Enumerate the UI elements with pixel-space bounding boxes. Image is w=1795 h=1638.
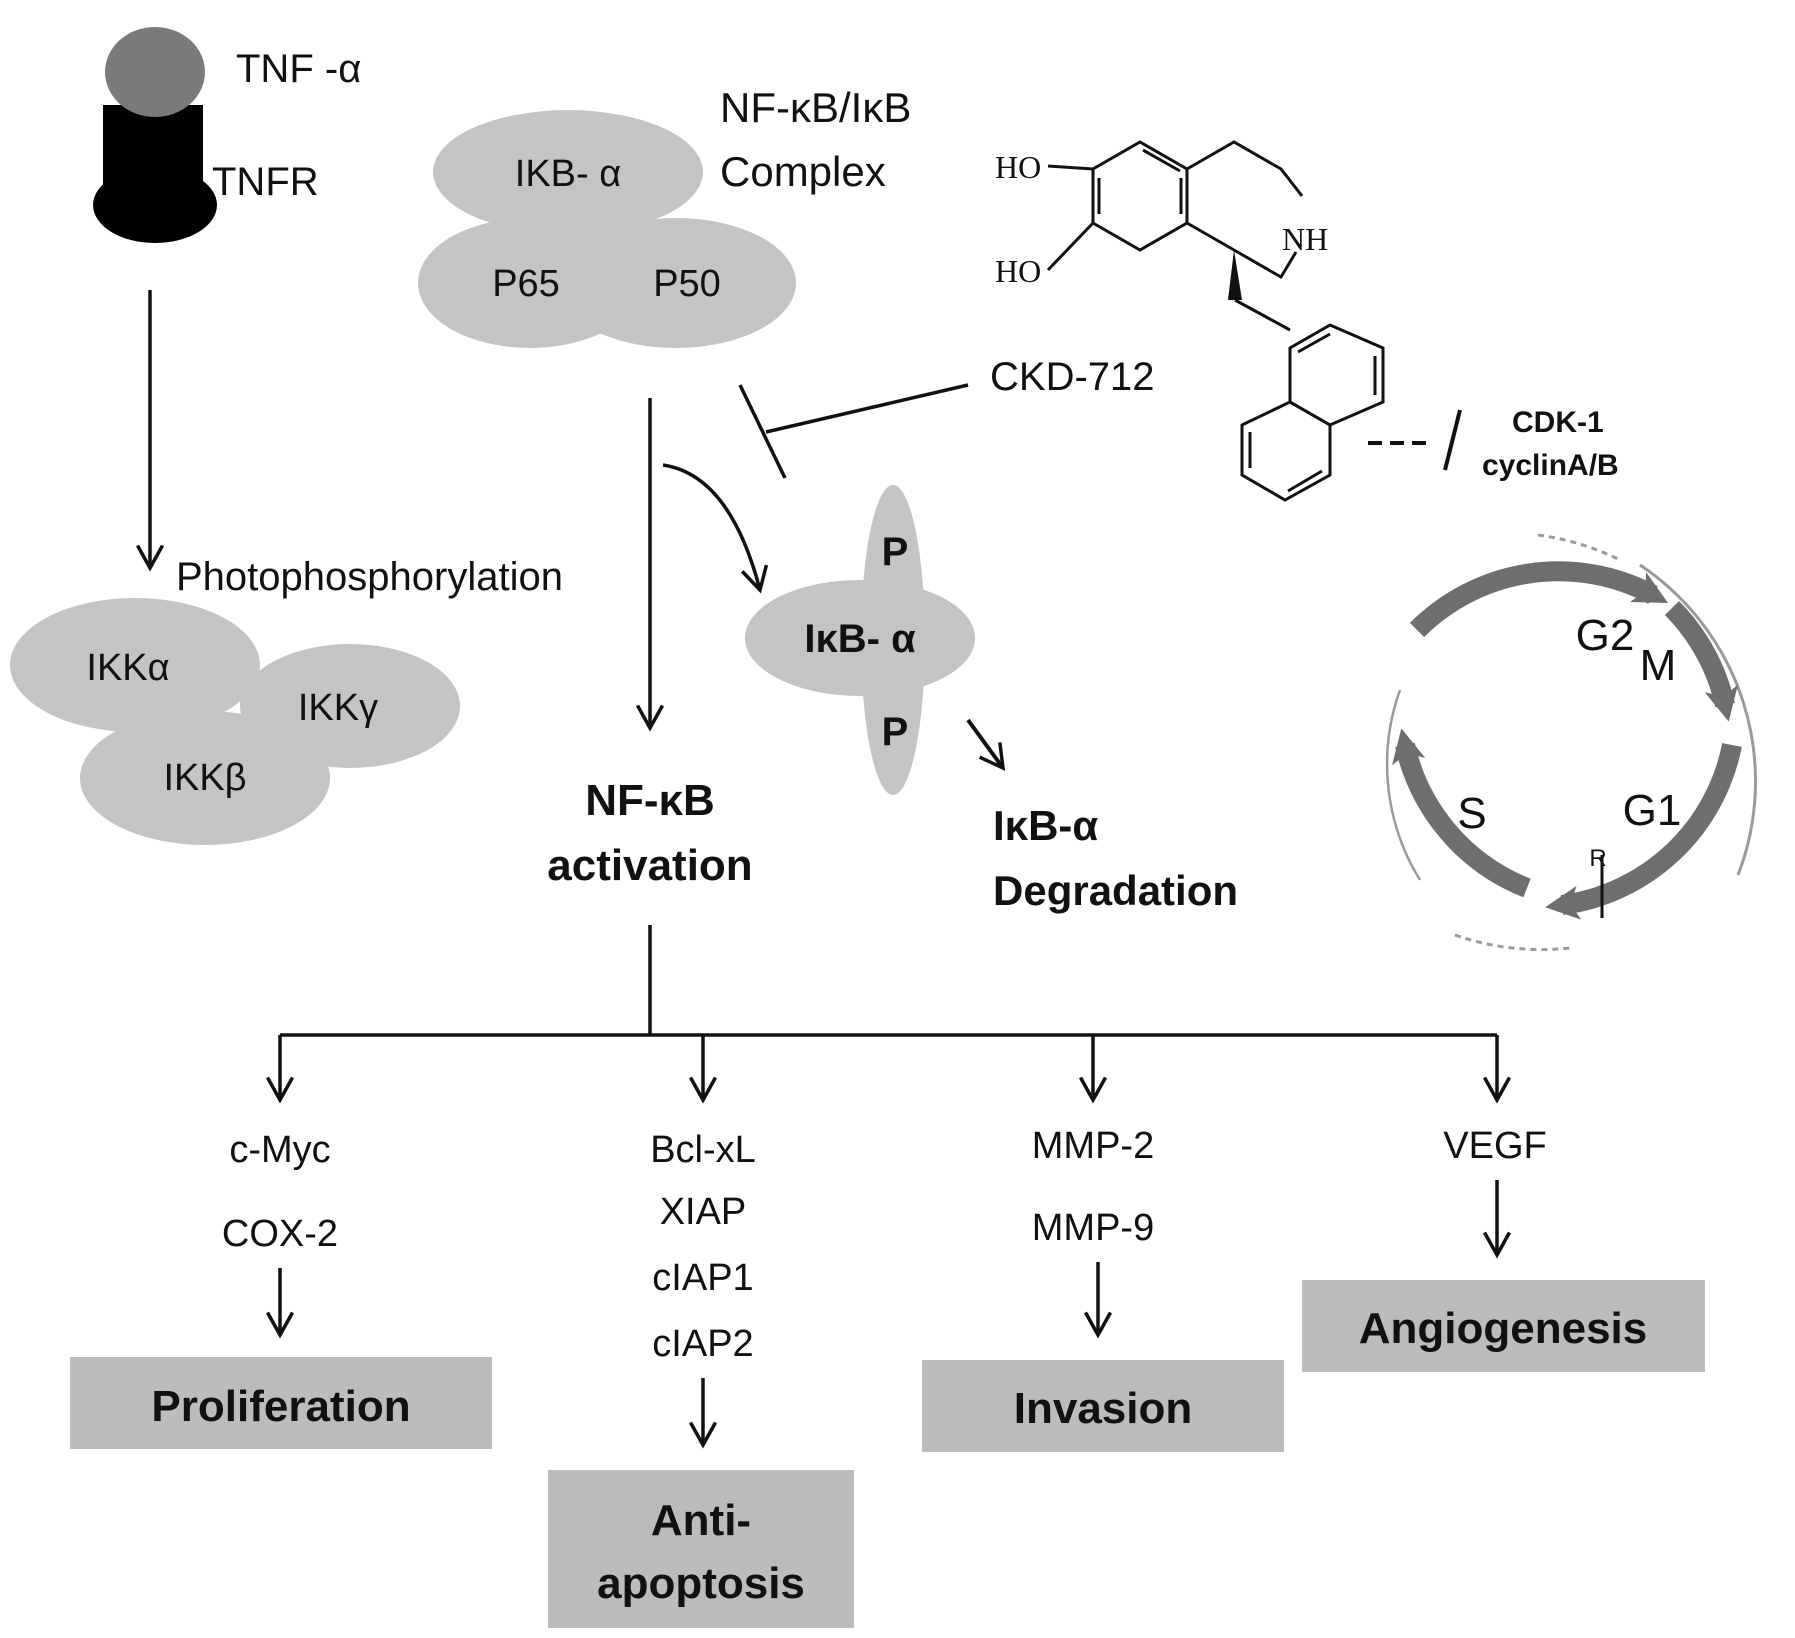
gene-label: cIAP1 [652, 1257, 753, 1299]
outcome-branches [265, 925, 1512, 1104]
ikb-label: IKB- α [515, 153, 621, 195]
cycle-lower-arc-dashed [1454, 933, 1571, 952]
cdk1-inhibition-bar [1443, 409, 1462, 471]
outcome-label: Angiogenesis [1359, 1304, 1648, 1353]
outcome-box [1302, 1280, 1705, 1372]
p50-subunit [556, 218, 796, 348]
outcome-label: Proliferation [151, 1382, 410, 1431]
outcome-box [548, 1470, 854, 1628]
outcome-box [70, 1357, 492, 1449]
g1-phase-arrow [1545, 743, 1742, 920]
catechol-ring [1091, 140, 1189, 252]
tnfr-label: TNFR [212, 160, 319, 204]
gene-label: VEGF [1443, 1125, 1546, 1167]
tetrahydro-ring [1186, 140, 1304, 197]
outcome-label: apoptosis [597, 1559, 805, 1608]
ikk-alpha-label: IKKα [86, 647, 169, 689]
activation-label-2: activation [547, 841, 752, 890]
ckd712-inhibition: CKD-712 [738, 355, 1155, 479]
outcome-angiogenesis: VEGF Angiogenesis [1302, 1125, 1705, 1372]
hydroxyl-label-2: HO [995, 253, 1041, 289]
ikk-beta-subunit [80, 711, 330, 845]
phosphate-top-label: P [882, 530, 909, 574]
g2-label: G2 [1576, 611, 1635, 660]
g1-label: G1 [1623, 786, 1682, 835]
gene-label: cIAP2 [652, 1323, 753, 1365]
gene-label: MMP-2 [1032, 1125, 1154, 1167]
inhibition-bar [738, 384, 787, 479]
gene-label: Bcl-xL [650, 1129, 756, 1171]
g2-phase-arrow [1409, 561, 1668, 638]
phosphorylated-ikb: P P IκB- α IκB-α Degradation [745, 485, 1238, 914]
amine-label: NH [1282, 221, 1328, 257]
ikb-alpha-subunit [433, 110, 703, 234]
tnf-alpha-label: TNF -α [236, 47, 361, 91]
photophosphorylation-label: Photophosphorylation [176, 555, 563, 599]
tnf-ligand [105, 27, 205, 117]
ikk-alpha-subunit [10, 598, 260, 732]
m-phase-arrow [1664, 600, 1738, 722]
p65-label: P65 [492, 263, 560, 305]
activation-label-1: NF-κB [585, 776, 715, 825]
receptor-body [103, 105, 203, 210]
gene-label: XIAP [660, 1191, 747, 1233]
hydroxyl-label-1: HO [995, 149, 1041, 185]
outcome-label: Invasion [1014, 1384, 1193, 1433]
degradation-label-1: IκB-α [993, 802, 1098, 849]
stereo-wedge [1228, 250, 1242, 300]
p50-label: P50 [653, 263, 721, 305]
inhibition-line [765, 383, 969, 434]
ckd712-label: CKD-712 [990, 355, 1155, 399]
s-phase-arrow [1392, 728, 1531, 898]
ckd712-structure [1046, 140, 1385, 502]
cyclin-label: cyclinA/B [1482, 449, 1619, 482]
cdk1-label: CDK-1 [1512, 406, 1604, 439]
ikb-alpha-phospho-label: IκB- α [804, 617, 916, 661]
outcome-box [922, 1360, 1284, 1452]
gene-label: c-Myc [229, 1129, 330, 1171]
gene-label: MMP-9 [1032, 1207, 1154, 1249]
arrow-to-degradation [966, 718, 1006, 771]
phosphate-bottom-label: P [882, 710, 909, 754]
m-label: M [1640, 641, 1677, 690]
outcome-label: Anti- [651, 1496, 751, 1545]
naphthalene-ring-b [1240, 400, 1332, 502]
cell-cycle: G2 M G1 S R [1385, 533, 1757, 952]
degradation-label-2: Degradation [993, 867, 1238, 914]
cycle-outer-arc-dashed [1537, 533, 1621, 562]
tnf-receptor: TNF -α TNFR [93, 27, 361, 243]
s-label: S [1457, 789, 1486, 838]
complex-title-line2: Complex [720, 148, 886, 195]
nfkb-ikb-complex: IKB- α P65 P50 NF-κB/IκB Complex [418, 84, 911, 348]
cycle-left-arc [1385, 689, 1422, 881]
cycle-outer-arc [1639, 563, 1757, 876]
ikk-beta-label: IKKβ [163, 757, 246, 799]
outcome-invasion: MMP-2 MMP-9 Invasion [922, 1125, 1284, 1452]
ikk-complex: Photophosphorylation IKKα IKKγ IKKβ [10, 290, 563, 845]
outcome-proliferation: c-Myc COX-2 Proliferation [70, 1129, 492, 1449]
gene-label: COX-2 [222, 1213, 338, 1255]
arrow-to-phosphorylated-ikb [662, 463, 769, 594]
outcome-anti-apoptosis: Bcl-xL XIAP cIAP1 cIAP2 Anti- apoptosis [548, 1129, 854, 1628]
restriction-label: R [1589, 845, 1606, 872]
ikb-alpha-phospho [745, 580, 975, 696]
ikk-gamma-label: IKKγ [298, 687, 378, 729]
complex-title-line1: NF-κB/IκB [720, 84, 911, 131]
